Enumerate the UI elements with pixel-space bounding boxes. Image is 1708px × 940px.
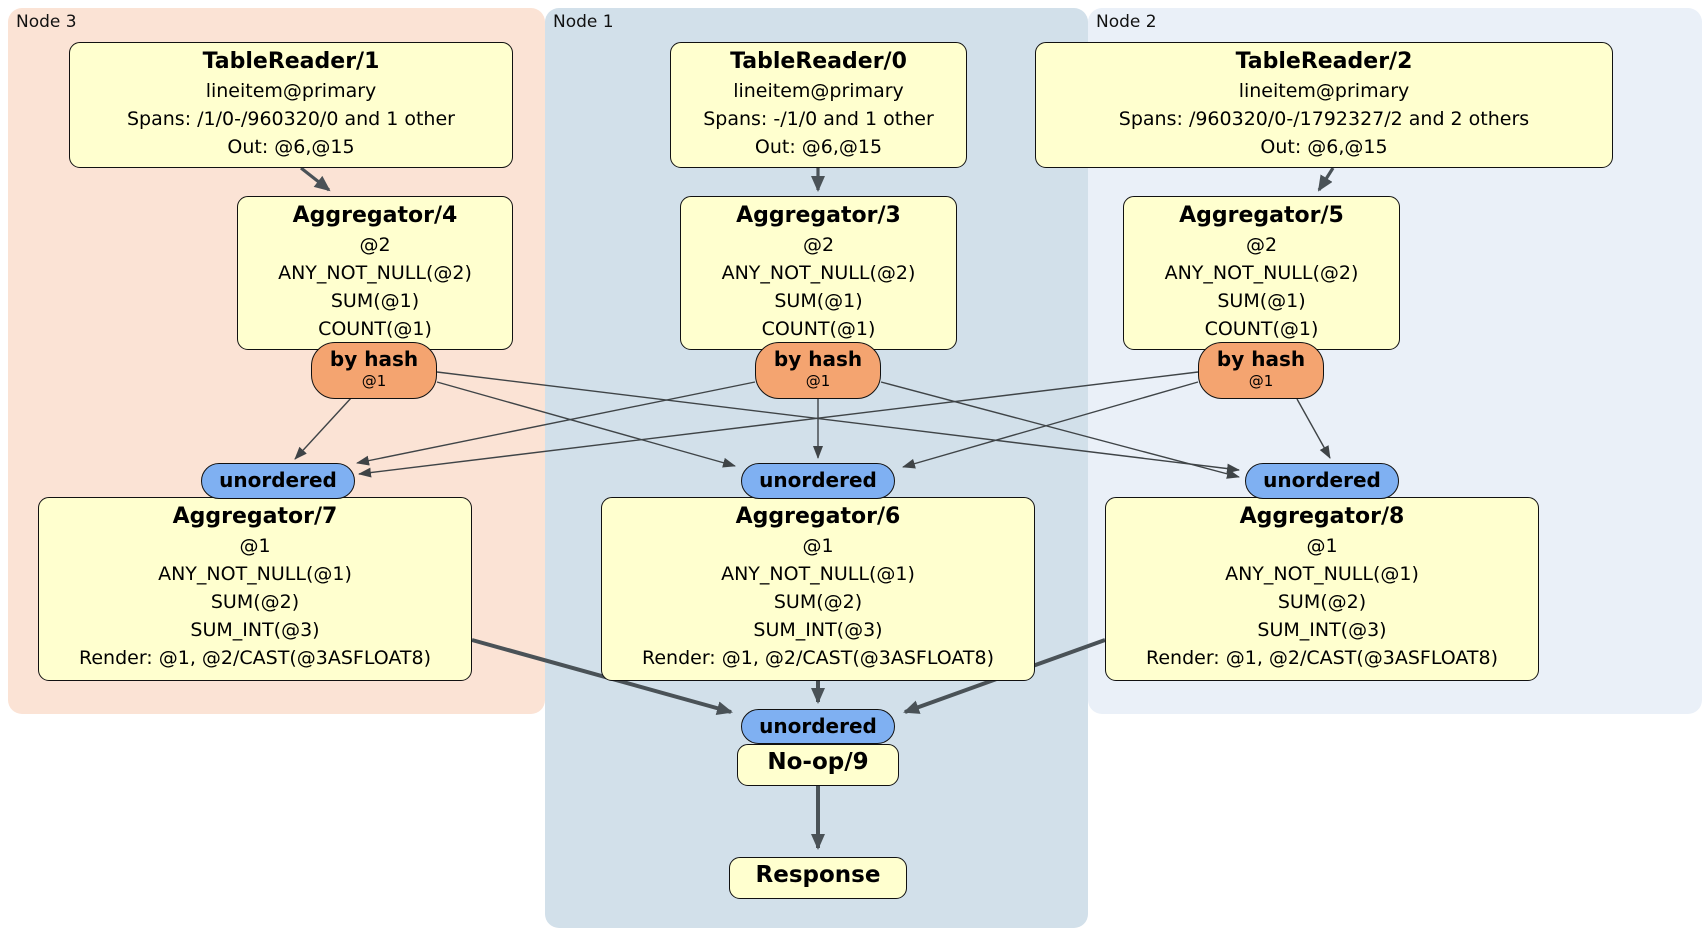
- box-line: Spans: /960320/0-/1792327/2 and 2 others: [1118, 108, 1530, 130]
- box-title: TableReader/0: [730, 49, 907, 74]
- stream-unordered-8: unordered: [1245, 463, 1399, 499]
- box-line: Spans: -/1/0 and 1 other: [703, 108, 934, 130]
- box-line: COUNT(@1): [318, 318, 432, 340]
- box-title: Response: [755, 862, 881, 888]
- box-line: @2: [802, 234, 835, 256]
- stream-unordered-9: unordered: [741, 709, 895, 744]
- box-title: Aggregator/6: [735, 504, 901, 529]
- box-title: Aggregator/8: [1239, 504, 1405, 529]
- router-label: by hash: [329, 347, 419, 371]
- box-line: COUNT(@1): [761, 318, 876, 340]
- box-line: SUM(@2): [773, 591, 863, 613]
- box-line: ANY_NOT_NULL(@2): [721, 262, 916, 284]
- box-title: Aggregator/3: [736, 203, 901, 228]
- box-title: Aggregator/5: [1179, 203, 1344, 228]
- box-title: Aggregator/7: [172, 504, 338, 529]
- router-by-hash-3: by hash @1: [755, 342, 881, 399]
- box-line: Out: @6,@15: [754, 136, 883, 158]
- box-line: ANY_NOT_NULL(@2): [1164, 262, 1359, 284]
- box-line: @2: [359, 234, 391, 256]
- box-line: SUM(@2): [1277, 591, 1367, 613]
- router-label: by hash: [773, 347, 863, 371]
- box-line: ANY_NOT_NULL(@1): [721, 563, 915, 585]
- box-line: SUM(@1): [1217, 290, 1306, 312]
- router-detail: @1: [1248, 372, 1274, 390]
- box-noop-9: No-op/9: [737, 744, 899, 786]
- box-line: SUM(@1): [330, 290, 420, 312]
- box-line: SUM(@2): [210, 591, 300, 613]
- router-detail: @1: [805, 372, 831, 390]
- box-line: SUM_INT(@3): [1257, 619, 1387, 641]
- box-line: COUNT(@1): [1204, 318, 1319, 340]
- box-line: Out: @6,@15: [1260, 136, 1388, 158]
- region-label-node3: Node 3: [16, 12, 77, 32]
- box-line: ANY_NOT_NULL(@1): [1225, 563, 1419, 585]
- router-detail: @1: [361, 372, 387, 390]
- box-title: Aggregator/4: [292, 203, 458, 228]
- box-line: @1: [239, 535, 271, 557]
- box-line: ANY_NOT_NULL(@1): [158, 563, 352, 585]
- stream-unordered-6: unordered: [741, 463, 895, 499]
- region-label-node2: Node 2: [1096, 12, 1157, 32]
- box-line: lineitem@primary: [205, 80, 377, 102]
- box-title: No-op/9: [767, 749, 869, 775]
- box-line: SUM(@1): [774, 290, 863, 312]
- stream-unordered-7: unordered: [201, 463, 355, 499]
- box-line: lineitem@primary: [1238, 80, 1410, 102]
- box-line: Out: @6,@15: [227, 136, 355, 158]
- box-line: SUM_INT(@3): [753, 619, 883, 641]
- router-by-hash-4: by hash @1: [311, 342, 437, 399]
- box-line: @1: [1306, 535, 1338, 557]
- box-line: ANY_NOT_NULL(@2): [278, 262, 472, 284]
- box-line: SUM_INT(@3): [190, 619, 320, 641]
- box-title: TableReader/1: [202, 49, 380, 74]
- region-label-node1: Node 1: [553, 12, 614, 32]
- box-line: Render: @1, @2/CAST(@3ASFLOAT8): [79, 647, 431, 669]
- box-title: TableReader/2: [1235, 49, 1413, 74]
- box-line: Render: @1, @2/CAST(@3ASFLOAT8): [642, 647, 994, 669]
- box-line: @2: [1245, 234, 1278, 256]
- box-line: Render: @1, @2/CAST(@3ASFLOAT8): [1146, 647, 1498, 669]
- router-by-hash-5: by hash @1: [1198, 342, 1324, 399]
- box-line: Spans: /1/0-/960320/0 and 1 other: [127, 108, 455, 130]
- box-response: Response: [729, 857, 907, 899]
- box-line: lineitem@primary: [733, 80, 904, 102]
- box-line: @1: [802, 535, 834, 557]
- router-label: by hash: [1216, 347, 1306, 371]
